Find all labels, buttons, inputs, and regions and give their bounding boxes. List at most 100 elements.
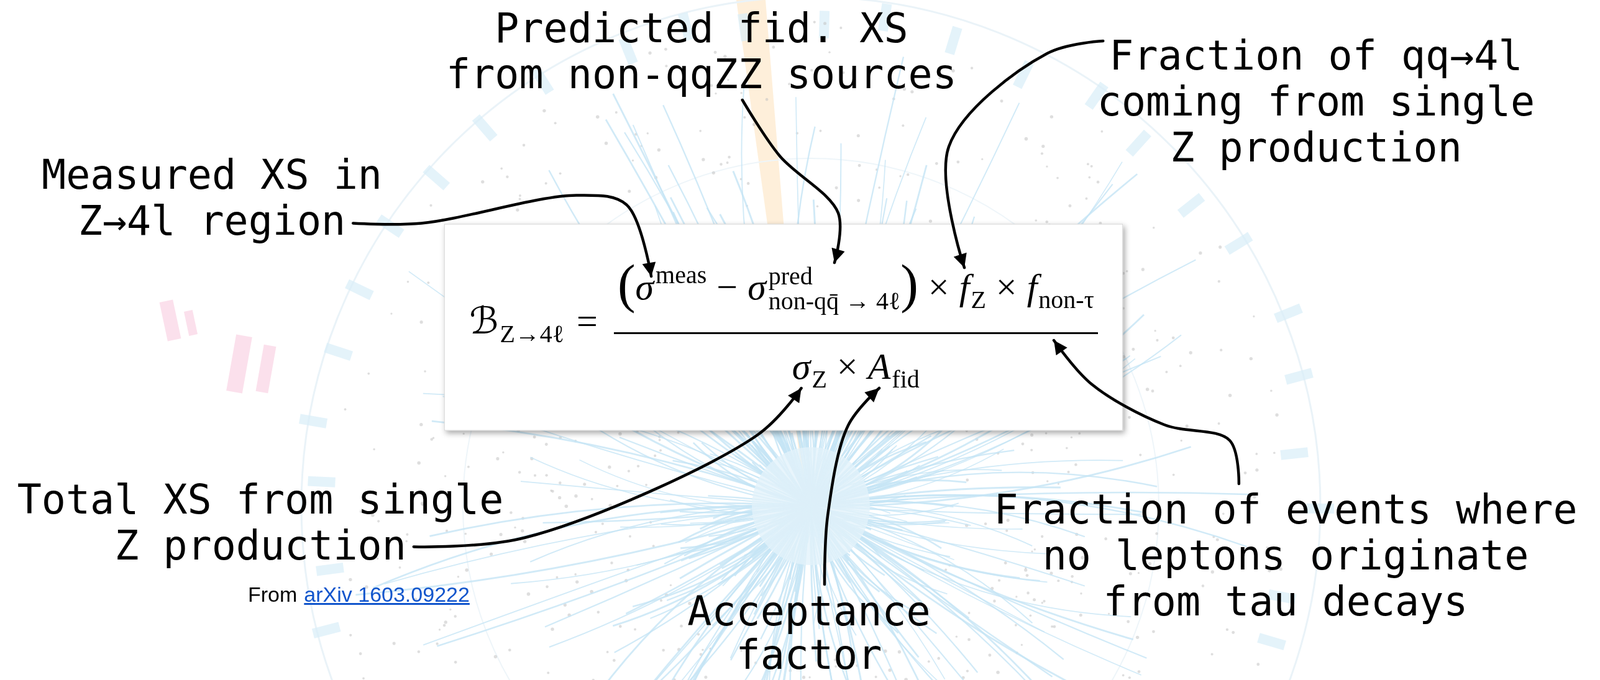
hit-dot	[1211, 653, 1214, 657]
vertex-disc	[751, 447, 870, 566]
hit-dot	[816, 205, 819, 208]
hit-dot	[899, 175, 901, 178]
hit-dot	[546, 672, 550, 675]
hit-dot	[1225, 628, 1229, 632]
annotation-label: Acceptance factor	[681, 590, 938, 678]
hit-dot	[1125, 270, 1129, 273]
hit-dot	[495, 457, 499, 461]
hit-dot	[906, 173, 910, 176]
formula-symbol: ×	[928, 266, 950, 308]
hit-dot	[627, 470, 631, 473]
hit-dot	[1171, 336, 1175, 340]
hit-dot	[429, 204, 432, 207]
hit-dot	[955, 635, 958, 638]
calorimeter-cell	[298, 413, 328, 429]
hit-dot	[575, 580, 579, 584]
hit-dot	[594, 531, 598, 534]
hit-dot	[1030, 449, 1033, 452]
hit-dot	[719, 162, 723, 166]
hit-dot	[633, 628, 637, 632]
source-link: arXiv 1603.09222	[303, 582, 470, 608]
formula-symbol: fid	[891, 365, 919, 394]
hit-dot	[489, 553, 493, 557]
hit-dot	[1079, 613, 1083, 618]
calorimeter-cell	[944, 26, 962, 56]
formula-box: ℬZ→4ℓ=(σmeas−σprednon-qq̄ → 4ℓ)×fZ×fnon-…	[444, 224, 1123, 431]
formula-symbol: −	[716, 266, 738, 308]
hit-dot	[1249, 357, 1253, 361]
hit-dot	[457, 576, 460, 578]
hit-dot	[467, 466, 470, 469]
leader-arrow	[824, 388, 880, 585]
hit-dot	[372, 448, 375, 451]
hit-dot	[554, 121, 557, 125]
hit-dot	[533, 435, 537, 439]
hit-dot	[454, 615, 457, 618]
hit-dot	[679, 625, 683, 629]
hit-dot	[1228, 393, 1233, 398]
hit-dot	[480, 180, 485, 184]
hit-dot	[610, 561, 613, 565]
formula-symbol: ×	[836, 346, 859, 388]
hit-dot	[858, 164, 862, 168]
hit-dot	[746, 182, 750, 186]
hit-dot	[419, 423, 423, 427]
formula-symbol: =	[576, 300, 598, 342]
calorimeter-cell	[1273, 303, 1303, 324]
formula-card-layer	[444, 224, 1123, 431]
hit-dot	[1079, 592, 1082, 595]
hit-dot	[518, 470, 522, 475]
muon-chamber	[183, 310, 198, 337]
hit-dot	[1024, 137, 1029, 142]
hit-dot	[1217, 280, 1221, 283]
hit-dot	[557, 496, 562, 500]
calorimeter-cell	[1280, 447, 1308, 461]
hit-dot	[1040, 152, 1044, 155]
hit-dot	[1275, 413, 1279, 417]
hit-dot	[984, 522, 987, 526]
annotation-label: Measured XS in Z→4l region	[35, 152, 388, 245]
hit-dot	[1145, 387, 1150, 392]
formula-card	[444, 224, 1123, 431]
hit-dot	[1152, 226, 1156, 230]
hit-dot	[1152, 630, 1156, 634]
hit-dot	[542, 109, 546, 113]
hit-dot	[1180, 439, 1183, 442]
hit-dot	[464, 533, 467, 536]
label-text: Measured XS in Z→4l region	[41, 151, 383, 245]
hit-dot	[390, 312, 393, 315]
hit-dot	[627, 190, 631, 194]
hit-dot	[582, 482, 586, 486]
hit-dot	[406, 280, 410, 284]
hit-dot	[607, 466, 611, 470]
hit-dot	[752, 123, 756, 127]
label-text: Fraction of events where no leptons orig…	[993, 486, 1578, 626]
hit-dot	[965, 479, 969, 483]
hit-dot	[1172, 474, 1175, 477]
hit-dot	[444, 620, 448, 624]
hit-dot	[1000, 99, 1004, 103]
leader-arrow	[413, 388, 802, 548]
hit-dot	[615, 111, 618, 114]
hit-dot	[518, 198, 522, 201]
formula-denominator: σZ×Afid	[788, 334, 924, 412]
hit-dot	[856, 198, 860, 202]
hit-dot	[522, 144, 526, 147]
hit-dot	[1050, 114, 1054, 119]
hit-dot	[1024, 568, 1028, 572]
hit-dot	[618, 432, 622, 436]
hit-dot	[551, 490, 555, 494]
hit-dot	[966, 669, 969, 673]
hit-dot	[344, 408, 347, 411]
leader-arrow	[1053, 340, 1239, 485]
hit-dot	[1135, 636, 1139, 640]
hit-dot	[1020, 644, 1023, 647]
hit-dot	[1068, 204, 1072, 208]
hit-dot	[574, 494, 578, 498]
annotation-label: Fraction of events where no leptons orig…	[987, 487, 1584, 626]
formula-symbol: Z→4ℓ	[499, 320, 565, 348]
hit-dot	[765, 98, 769, 102]
calorimeter-cell	[311, 622, 342, 639]
hit-dot	[967, 638, 971, 642]
